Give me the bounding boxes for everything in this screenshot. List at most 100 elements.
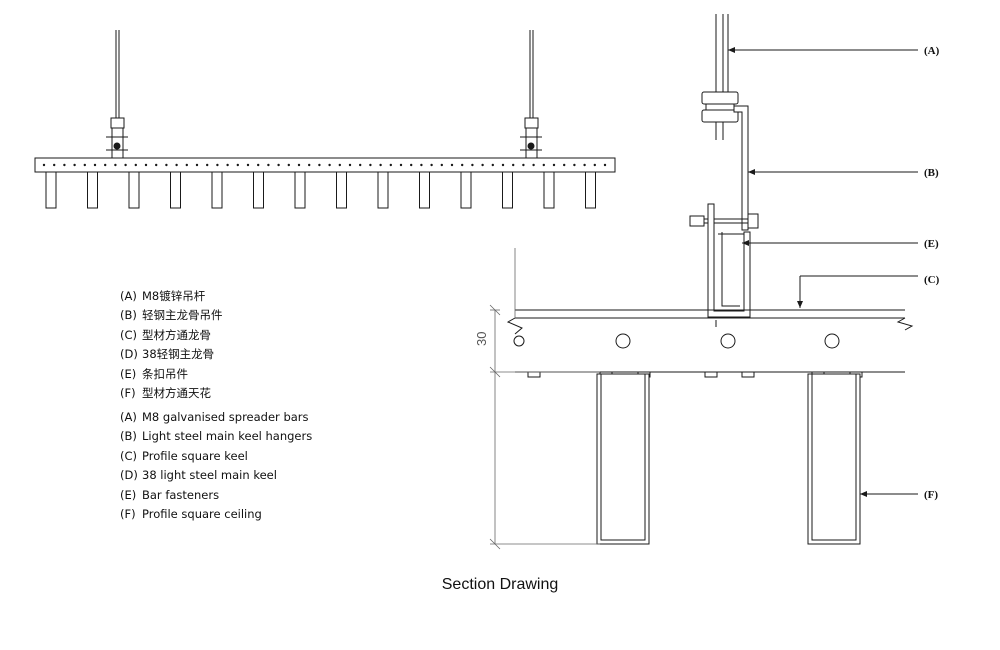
- legend-item: (A)M8镀锌吊杆: [120, 289, 206, 303]
- beam-hole: [236, 163, 239, 167]
- beam-hole: [114, 163, 117, 167]
- keel-beam: [34, 157, 616, 173]
- keel-hole: [824, 333, 840, 349]
- nut-lower: [701, 109, 739, 123]
- nut-upper: [701, 91, 739, 105]
- beam-hole: [338, 163, 341, 167]
- legend-item: (D)38轻钢主龙骨: [120, 347, 215, 362]
- hanger-right: [520, 117, 542, 159]
- beam-hole: [583, 163, 586, 167]
- beam-hole: [593, 163, 596, 167]
- beam-hole: [73, 163, 76, 167]
- beam-hole: [93, 163, 97, 167]
- beam-hole: [267, 163, 270, 167]
- slat-f-right: [807, 373, 861, 545]
- beam-hole: [603, 163, 607, 167]
- beam-hole: [53, 163, 56, 167]
- beam-hole: [491, 163, 494, 167]
- beam-hole: [104, 163, 107, 167]
- beam-hole: [226, 163, 229, 167]
- beam-hole: [420, 163, 423, 167]
- legend-english: (A)M8 galvanised spreader bars (B)Light …: [120, 408, 312, 524]
- ceiling-slat: [128, 171, 140, 209]
- beam-hole: [471, 163, 474, 167]
- legend-item: (C)型材方通龙骨: [120, 327, 211, 342]
- leader-arrows: [728, 47, 867, 497]
- callout-e: (E): [924, 238, 939, 250]
- beam-hole: [134, 163, 137, 167]
- callout-c: (C): [924, 274, 940, 286]
- legend-item: (D)38 light steel main keel: [120, 468, 277, 483]
- ceiling-slats: [45, 171, 596, 209]
- beam-hole: [481, 163, 484, 167]
- ceiling-slat: [502, 171, 513, 209]
- legend-chinese: (A)M8镀锌吊杆 (B)轻钢主龙骨吊件 (C)型材方通龙骨 (D)38轻钢主龙…: [120, 287, 223, 403]
- beam-hole: [328, 163, 331, 167]
- beam-hole: [287, 163, 290, 167]
- legend-item: (C)Profile square keel: [120, 448, 248, 463]
- keel-tab: [704, 371, 718, 378]
- beam-hole: [216, 163, 219, 167]
- beam-hole: [501, 163, 505, 167]
- channel-d: [707, 203, 751, 318]
- keel-hole: [513, 335, 525, 347]
- legend-item: (B)轻钢主龙骨吊件: [120, 308, 223, 323]
- beam-hole: [379, 163, 382, 167]
- beam-hole: [246, 163, 250, 167]
- ceiling-slat: [170, 171, 181, 209]
- beam-hole: [155, 163, 158, 167]
- hanger-b: [733, 105, 749, 231]
- beam-hole: [297, 163, 301, 167]
- legend-item: (B)Light steel main keel hangers: [120, 429, 313, 444]
- beam-hole: [257, 163, 260, 167]
- beam-hole: [175, 163, 178, 167]
- keel-hole: [720, 333, 736, 349]
- dimension-label: 30: [474, 332, 489, 346]
- callout-b: (B): [924, 167, 939, 179]
- keel-tab: [527, 371, 541, 378]
- beam-hole: [542, 163, 545, 167]
- beam-hole: [389, 163, 392, 167]
- beam-hole: [308, 163, 311, 167]
- beam-hole: [552, 163, 556, 167]
- hanger-left: [106, 117, 128, 159]
- legend-item: (F)型材方通天花: [120, 386, 211, 401]
- beam-hole: [206, 163, 209, 167]
- beam-hole: [512, 163, 515, 167]
- beam-hole: [563, 163, 566, 167]
- beam-hole: [450, 163, 454, 167]
- ceiling-slat: [87, 171, 98, 209]
- beam-hole: [195, 163, 199, 167]
- leader-lines: [728, 49, 918, 495]
- drawing-caption: Section Drawing: [441, 576, 559, 593]
- ceiling-slat: [253, 171, 264, 209]
- beam-hole: [83, 163, 87, 167]
- beam-hole: [318, 163, 321, 167]
- legend-item: (E)条扣吊件: [120, 366, 188, 381]
- washer-upper: [705, 103, 735, 111]
- beam-hole: [461, 163, 464, 167]
- callout-a: (A): [924, 45, 940, 57]
- ceiling-slat: [211, 171, 223, 209]
- beam-hole: [573, 163, 576, 167]
- beam-hole: [165, 163, 168, 167]
- beam-hole: [522, 163, 525, 167]
- beam-hole: [124, 163, 127, 167]
- beam-hole: [440, 163, 443, 167]
- ceiling-slat: [45, 171, 57, 209]
- keel-tab: [741, 371, 755, 378]
- ceiling-slat: [294, 171, 306, 209]
- beam-hole: [430, 163, 433, 167]
- beam-hole: [410, 163, 413, 167]
- beam-hole: [63, 163, 66, 167]
- beam-hole: [532, 163, 535, 167]
- ceiling-slat: [543, 171, 555, 209]
- right-section: 30: [474, 14, 918, 550]
- legend-item: (A)M8 galvanised spreader bars: [120, 410, 309, 424]
- ceiling-slat: [419, 171, 430, 209]
- dimension-lines: [489, 248, 600, 550]
- callout-f: (F): [924, 489, 938, 501]
- beam-hole: [359, 163, 362, 167]
- beam-hole: [185, 163, 188, 167]
- ceiling-slat: [460, 171, 472, 209]
